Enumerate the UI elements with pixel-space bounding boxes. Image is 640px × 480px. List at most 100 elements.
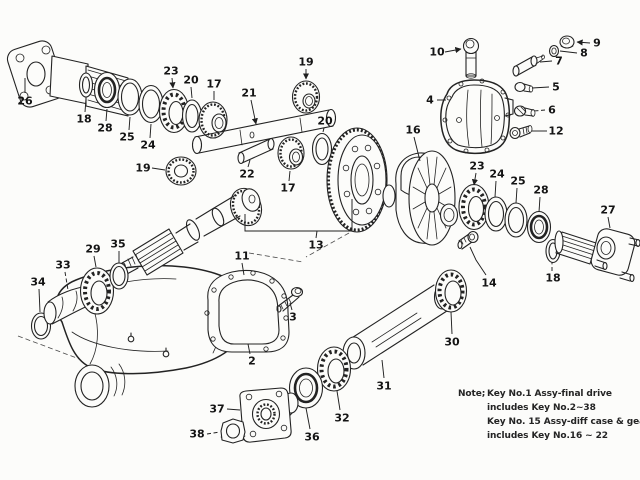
callout-label-28: 28 — [533, 184, 548, 197]
callout-leader-32 — [336, 390, 341, 411]
callout-leader-20 — [322, 127, 325, 133]
part-25-washer-right — [504, 202, 528, 238]
callout-leader-7 — [539, 60, 553, 63]
part-17-side-gear — [198, 101, 228, 139]
part-29-bearing — [79, 267, 115, 315]
part-8-washer — [548, 44, 560, 58]
callout-label-25: 25 — [510, 175, 525, 188]
callout-leader-2 — [247, 343, 251, 355]
callout-leader-36 — [305, 407, 311, 430]
part-36-oil-seal — [288, 367, 324, 409]
callout-label-18: 18 — [545, 272, 560, 285]
part-26-companion-flange — [6, 40, 129, 117]
part-21-pinion-shaft — [191, 108, 337, 155]
part-20-thrust-ring — [181, 99, 203, 133]
callout-leader-10 — [444, 47, 462, 54]
callout-leader-29 — [93, 255, 97, 268]
note-line-1: Note; Key No.1 Assy-final drive — [458, 387, 640, 401]
callout-label-24: 24 — [489, 168, 505, 181]
part-13-ring-gear — [326, 127, 388, 233]
callout-label-36: 36 — [304, 431, 320, 444]
callout-leader-11 — [241, 262, 245, 276]
part-19-pinion-gear — [165, 156, 197, 186]
callout-leader-16 — [413, 136, 421, 162]
part-20-thrust-ring-center — [311, 132, 333, 166]
part-10-filler-plug — [462, 37, 480, 79]
callout-leader-30 — [450, 311, 453, 335]
part-25-washer — [117, 78, 143, 116]
callout-label-23: 23 — [469, 160, 484, 173]
callout-label-5: 5 — [552, 81, 560, 94]
callout-leader-31 — [381, 359, 385, 379]
callout-label-20: 20 — [317, 115, 333, 128]
callout-leader-28 — [538, 196, 541, 213]
callout-label-9: 9 — [593, 37, 601, 50]
part-24-washer-right — [484, 196, 508, 232]
note-line-2: includes Key No.2~38 — [487, 403, 596, 413]
callout-label-21: 21 — [241, 87, 256, 100]
callout-leader-3 — [289, 302, 293, 311]
part-9-cap — [559, 35, 575, 49]
note-line-3: Key No. 15 Assy-diff case & gear — [487, 417, 640, 427]
callout-label-28: 28 — [97, 122, 112, 135]
part-6-plug — [513, 105, 536, 117]
part-17-side-gear-center — [277, 136, 305, 170]
part-22-lock-pin — [237, 137, 275, 165]
callout-leader-27 — [607, 216, 611, 229]
callout-tick-13 — [315, 230, 318, 239]
note-line-4: includes Key No.16 ~ 22 — [487, 431, 608, 441]
callout-label-25: 25 — [119, 131, 134, 144]
part-38-nut — [220, 418, 246, 444]
callout-label-23: 23 — [163, 65, 178, 78]
callout-leader-22 — [247, 159, 251, 168]
part-32-bearing — [316, 346, 352, 392]
part-27-side-flange — [554, 228, 640, 283]
callout-label-20: 20 — [183, 74, 199, 87]
callout-leader-34 — [38, 288, 41, 313]
callout-leader-25 — [515, 187, 518, 204]
callout-label-17: 17 — [280, 182, 295, 195]
callout-label-27: 27 — [600, 204, 615, 217]
part-18-snap-ring — [78, 72, 94, 98]
callout-label-19: 19 — [298, 56, 313, 69]
part-13-drive-pinion-shaft — [119, 187, 263, 276]
callout-label-24: 24 — [140, 139, 156, 152]
callout-label-11: 11 — [234, 250, 249, 263]
callout-leader-20 — [190, 86, 193, 99]
note: Note; Key No.1 Assy-final drive includes… — [458, 387, 640, 443]
callout-label-16: 16 — [405, 124, 421, 137]
part-37-companion-flange — [239, 387, 299, 443]
part-5-plug — [514, 81, 534, 93]
part-31-axle-tube — [342, 284, 451, 370]
callout-leader-23 — [471, 172, 478, 186]
callout-label-7: 7 — [555, 55, 563, 68]
callout-label-33: 33 — [55, 259, 70, 272]
note-text-1: Key No.1 Assy-final drive — [487, 389, 612, 399]
callout-label-34: 34 — [30, 276, 46, 289]
callout-label-14: 14 — [481, 277, 497, 290]
callout-leader-23 — [169, 77, 176, 89]
callout-leader-28 — [105, 108, 108, 122]
callout-label-13: 13 — [308, 239, 323, 252]
callout-leader-21 — [250, 99, 258, 125]
callout-leader-8 — [559, 50, 578, 54]
callout-leader-9 — [576, 39, 591, 46]
part-19-pinion-gear-top — [291, 80, 321, 114]
callout-label-32: 32 — [334, 412, 349, 425]
callout-leader-17 — [288, 170, 291, 182]
callout-leader-37 — [226, 408, 241, 411]
callout-label-35: 35 — [110, 238, 125, 251]
callout-label-31: 31 — [376, 380, 391, 393]
part-12-bolt — [509, 125, 533, 140]
part-24-washer — [138, 84, 164, 124]
callout-leader-18 — [84, 98, 87, 113]
part-7-breather — [512, 54, 545, 77]
part-3-bolt — [276, 286, 304, 313]
callout-label-18: 18 — [76, 113, 91, 126]
part-28-oil-seal — [93, 71, 121, 109]
callout-leader-19 — [151, 167, 166, 171]
callout-leader-38 — [206, 431, 221, 435]
